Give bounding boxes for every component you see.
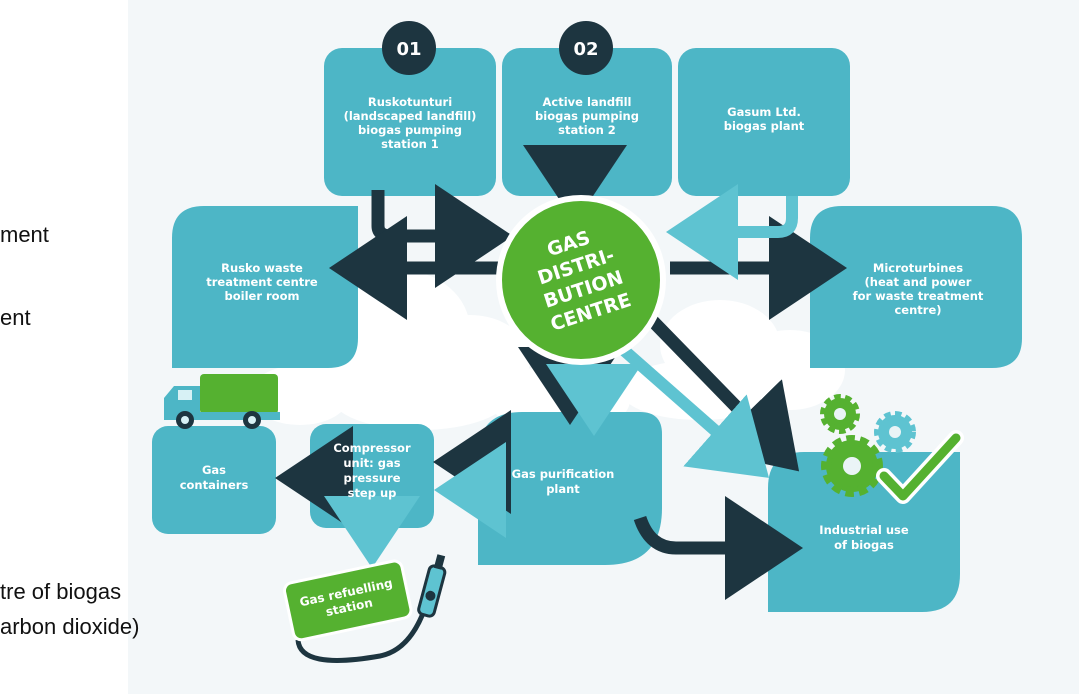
compressor-line-2: unit: gas bbox=[343, 456, 400, 470]
box-microturbines bbox=[810, 206, 1022, 368]
compressor-line-4: step up bbox=[348, 486, 397, 500]
active-landfill-line-1: Active landfill bbox=[543, 95, 632, 109]
rusko-waste-line-2: treatment centre bbox=[206, 275, 318, 289]
truncated-text-1: ment bbox=[0, 222, 49, 247]
badge-01-label: 01 bbox=[396, 39, 421, 60]
badge-01 bbox=[382, 21, 436, 75]
microturbines-line-2: (heat and power bbox=[865, 275, 972, 289]
gears-icon bbox=[820, 394, 916, 497]
truncated-text-4: arbon dioxide) bbox=[0, 614, 140, 639]
microturbines-line-4: centre) bbox=[894, 303, 941, 317]
industrial-line-2: of biogas bbox=[834, 538, 894, 552]
badge-02-label: 02 bbox=[573, 39, 598, 60]
purification-line-1: Gas purification bbox=[512, 467, 615, 481]
ruskotunturi-line-4: station 1 bbox=[381, 137, 439, 151]
gasum-line-1: Gasum Ltd. bbox=[727, 105, 801, 119]
rusko-waste-line-3: boiler room bbox=[225, 289, 300, 303]
fuel-hose bbox=[295, 607, 428, 663]
active-landfill-line-3: station 2 bbox=[558, 123, 616, 137]
ruskotunturi-line-1: Ruskotunturi bbox=[368, 95, 452, 109]
purification-line-2: plant bbox=[546, 482, 580, 496]
microturbines-line-3: for waste treatment bbox=[853, 289, 984, 303]
badge-02 bbox=[559, 21, 613, 75]
microturbines-line-1: Microturbines bbox=[873, 261, 963, 275]
ruskotunturi-line-3: biogas pumping bbox=[358, 123, 462, 137]
compressor-line-1: Compressor bbox=[333, 441, 411, 455]
box-gasum bbox=[678, 48, 850, 196]
industrial-line-1: Industrial use bbox=[819, 523, 909, 537]
active-landfill-line-2: biogas pumping bbox=[535, 109, 639, 123]
light-arrows bbox=[324, 184, 798, 568]
fuel-nozzle-icon bbox=[417, 554, 447, 618]
compressor-line-3: pressure bbox=[343, 471, 400, 485]
ruskotunturi-line-2: (landscaped landfill) bbox=[344, 109, 477, 123]
box-rusko-waste bbox=[172, 206, 358, 368]
truncated-text-3: tre of biogas bbox=[0, 579, 122, 604]
box-gas-purification bbox=[478, 412, 662, 565]
rusko-waste-line-1: Rusko waste bbox=[221, 261, 303, 275]
truncated-text-2: ent bbox=[0, 305, 31, 330]
refuelling-station-sign: Gas refuelling station bbox=[282, 559, 413, 642]
gas-containers-line-2: containers bbox=[180, 478, 249, 492]
gas-containers-line-1: Gas bbox=[202, 463, 226, 477]
box-ruskotunturi bbox=[324, 48, 496, 196]
gas-distribution-centre bbox=[496, 195, 666, 365]
gasum-line-2: biogas plant bbox=[724, 119, 805, 133]
truck-icon bbox=[164, 374, 280, 429]
box-gas-containers bbox=[152, 426, 276, 534]
